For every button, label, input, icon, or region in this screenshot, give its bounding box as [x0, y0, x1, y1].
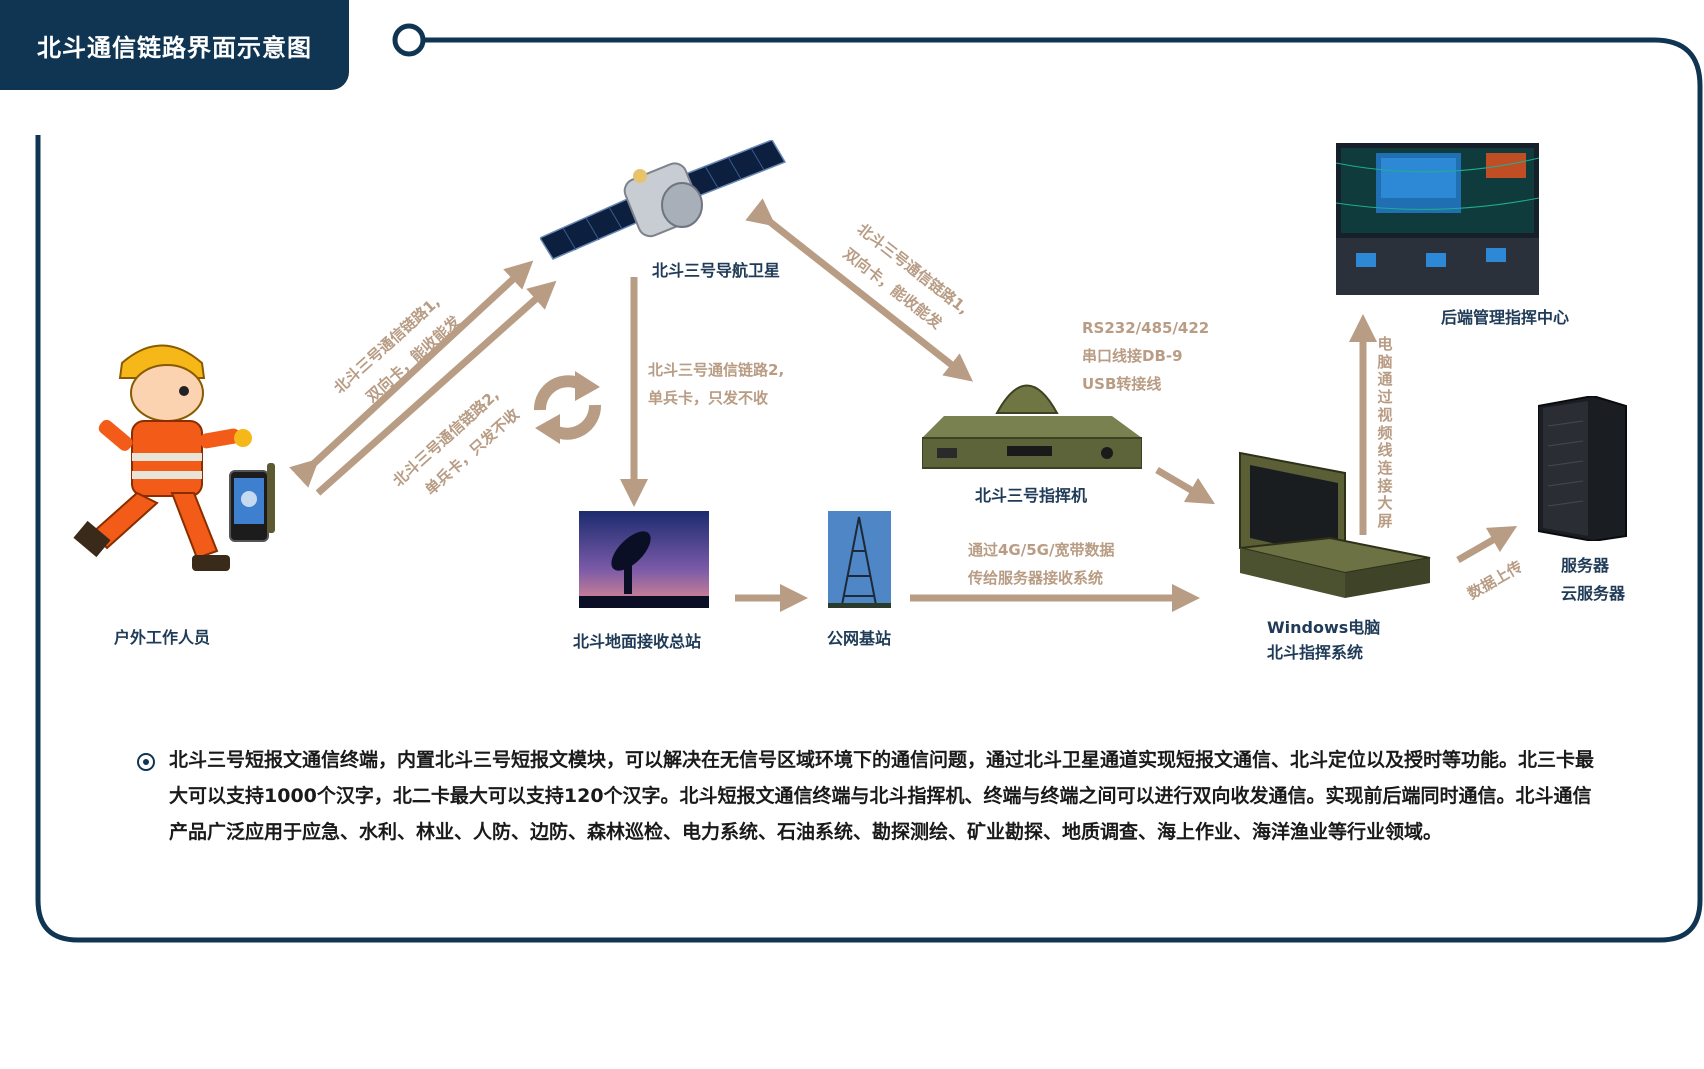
laptop-label-1: Windows电脑: [1267, 618, 1381, 637]
page-title: 北斗通信链路界面示意图: [0, 0, 349, 90]
field-worker-image: [73, 344, 252, 571]
server-image: [1538, 396, 1627, 541]
link2-arrow: [315, 280, 557, 496]
network-label: 通过4G/5G/宽带数据 传给服务器接收系统: [968, 541, 1115, 587]
satellite-image: [540, 140, 787, 260]
sat-cmd-arrow: [745, 198, 974, 382]
cmd-laptop-arrow: [1155, 466, 1216, 505]
worker-label: 户外工作人员: [114, 628, 211, 647]
command-center-label: 后端管理指挥中心: [1441, 308, 1570, 327]
video-label: 电脑通过视频线连接大屏: [1377, 335, 1393, 531]
ground-station-label: 北斗地面接收总站: [573, 632, 702, 651]
laptop-image: [1239, 451, 1431, 598]
sat-ground-label: 北斗三号通信链路2, 单兵卡，只发不收: [648, 361, 785, 407]
link1-arrow: [289, 260, 534, 488]
radio-bullet-icon: [137, 753, 155, 771]
ground-station-image: [579, 511, 709, 608]
server-label-1: 服务器: [1561, 556, 1610, 575]
handheld-terminal-image: [229, 463, 275, 542]
satellite-label: 北斗三号导航卫星: [652, 261, 781, 280]
upload-arrow: [1456, 526, 1518, 564]
refresh-icon: [534, 371, 601, 444]
commander-label: 北斗三号指挥机: [975, 486, 1088, 505]
timeline-circle-icon: [392, 23, 426, 57]
base-station-label: 公网基站: [827, 629, 892, 648]
server-label-2: 云服务器: [1561, 584, 1626, 603]
commander-device-image: [922, 384, 1142, 469]
base-station-image: [828, 511, 891, 608]
command-center-image: [1336, 143, 1539, 295]
description-text: 北斗三号短报文通信终端，内置北斗三号短报文模块，可以解决在无信号区域环境下的通信…: [169, 749, 1595, 843]
serial-label: RS232/485/422 串口线接DB-9 USB转接线: [1082, 319, 1210, 393]
laptop-label-2: 北斗指挥系统: [1267, 643, 1364, 662]
